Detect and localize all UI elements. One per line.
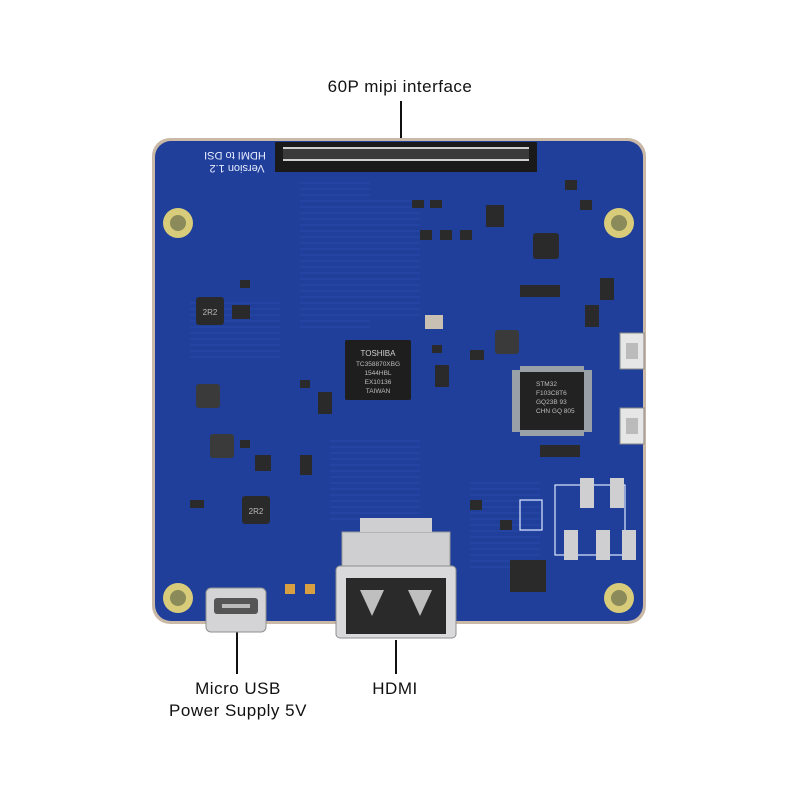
micro-usb-label: Micro USB Power Supply 5V bbox=[140, 678, 336, 722]
svg-text:GQ23B 93: GQ23B 93 bbox=[536, 399, 567, 406]
tactile-buttons bbox=[619, 332, 645, 445]
mipi-interface-label: 60P mipi interface bbox=[327, 77, 473, 96]
svg-text:2R2: 2R2 bbox=[203, 308, 218, 317]
micro-usb-connector bbox=[205, 587, 267, 633]
toshiba-bridge-ic: TOSHIBA TC358870XBG 1544HBL EX10136 TAIW… bbox=[345, 340, 411, 400]
board-name-silkscreen: HDMI to DSI Version 1.2 bbox=[204, 149, 266, 174]
micro-usb-label-line2: Power Supply 5V bbox=[169, 701, 307, 720]
regulator-pads bbox=[564, 478, 636, 560]
svg-text:TOSHIBA: TOSHIBA bbox=[361, 349, 397, 358]
smd-components bbox=[190, 180, 614, 592]
inductors: 2R2 2R2 bbox=[196, 233, 559, 524]
mounting-holes bbox=[163, 208, 634, 613]
svg-text:CHN GQ 805: CHN GQ 805 bbox=[536, 408, 575, 415]
test-pads bbox=[285, 584, 315, 594]
hdmi-connector bbox=[335, 518, 457, 639]
board-name-text: HDMI to DSI bbox=[204, 149, 266, 161]
usb-leader-line bbox=[236, 632, 238, 674]
svg-text:STM32: STM32 bbox=[536, 381, 557, 388]
hdmi-label: HDMI bbox=[372, 679, 418, 698]
micro-usb-label-line1: Micro USB bbox=[195, 679, 281, 698]
stm32-mcu: STM32 F103C8T6 GQ23B 93 CHN GQ 805 bbox=[512, 366, 592, 436]
board-version-text: Version 1.2 bbox=[209, 162, 264, 174]
mipi-leader-line bbox=[400, 101, 402, 141]
svg-text:TC358870XBG: TC358870XBG bbox=[356, 361, 400, 368]
svg-text:F103C8T6: F103C8T6 bbox=[536, 390, 567, 397]
mipi-fpc-connector bbox=[275, 142, 537, 172]
svg-text:TAIWAN: TAIWAN bbox=[366, 388, 391, 395]
hdmi-leader-line bbox=[395, 640, 397, 674]
svg-text:2R2: 2R2 bbox=[249, 507, 264, 516]
svg-text:1544HBL: 1544HBL bbox=[364, 370, 391, 377]
svg-text:EX10136: EX10136 bbox=[365, 379, 392, 386]
